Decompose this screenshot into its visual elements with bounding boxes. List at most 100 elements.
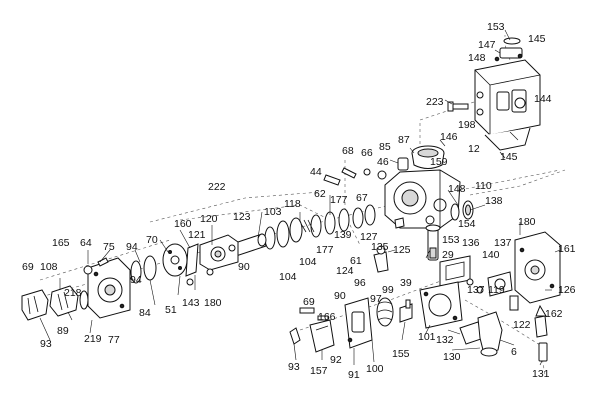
label-93: 93 bbox=[40, 338, 52, 350]
label-108: 108 bbox=[40, 261, 58, 273]
label-75: 75 bbox=[103, 241, 115, 253]
small-screws bbox=[186, 217, 484, 321]
label-126: 126 bbox=[558, 284, 576, 296]
label-139: 139 bbox=[334, 229, 352, 241]
rings-94-84 bbox=[130, 255, 157, 284]
label-104-b: 104 bbox=[279, 271, 297, 283]
small-parts-upper bbox=[323, 157, 409, 186]
top-cap-87 bbox=[411, 145, 445, 169]
main-pump-body bbox=[384, 169, 461, 229]
label-61: 61 bbox=[350, 255, 362, 267]
label-143: 143 bbox=[182, 297, 200, 309]
label-125: 125 bbox=[393, 244, 411, 256]
label-148-b: 148 bbox=[448, 183, 466, 195]
ring-stack bbox=[264, 204, 376, 250]
label-93-b: 93 bbox=[288, 361, 300, 373]
label-137-b: 137 bbox=[467, 284, 485, 296]
bracket-92 bbox=[309, 319, 335, 353]
label-46: 46 bbox=[377, 156, 389, 168]
label-198: 198 bbox=[458, 119, 476, 131]
gasket-plate-39 bbox=[439, 255, 471, 287]
label-69: 69 bbox=[22, 261, 34, 273]
label-180: 180 bbox=[518, 216, 536, 228]
fitting-137 bbox=[487, 271, 513, 297]
label-99: 99 bbox=[382, 284, 394, 296]
right-axis-line bbox=[469, 169, 566, 196]
label-100: 100 bbox=[366, 363, 384, 375]
label-124: 124 bbox=[336, 265, 354, 277]
label-180-b: 180 bbox=[204, 297, 222, 309]
pump-head-120 bbox=[199, 234, 239, 271]
housing-161 bbox=[514, 231, 561, 304]
label-77: 77 bbox=[108, 334, 120, 346]
label-177-b: 177 bbox=[316, 244, 334, 256]
label-101: 101 bbox=[418, 331, 436, 343]
label-218: 218 bbox=[64, 287, 82, 299]
label-157: 157 bbox=[310, 365, 328, 377]
cover-plate-99 bbox=[419, 281, 463, 329]
seal-rings-154-138 bbox=[450, 200, 474, 221]
label-94: 94 bbox=[126, 241, 138, 253]
label-137: 137 bbox=[494, 237, 512, 249]
label-153: 153 bbox=[487, 21, 505, 33]
label-147: 147 bbox=[478, 39, 496, 51]
label-104: 104 bbox=[299, 256, 317, 268]
label-138: 138 bbox=[485, 195, 503, 207]
label-110: 110 bbox=[475, 180, 492, 192]
cap-93 bbox=[21, 289, 49, 321]
cap-218 bbox=[49, 285, 79, 317]
label-136: 136 bbox=[462, 237, 480, 249]
label-92: 92 bbox=[330, 354, 342, 366]
label-219: 219 bbox=[84, 333, 102, 345]
plunger-29 bbox=[425, 224, 441, 261]
label-130: 130 bbox=[443, 351, 461, 363]
middle-axis-line bbox=[179, 204, 331, 221]
label-91: 91 bbox=[348, 369, 360, 381]
label-64: 64 bbox=[80, 237, 92, 249]
label-123: 123 bbox=[233, 211, 251, 223]
label-146: 146 bbox=[440, 131, 458, 143]
label-96: 96 bbox=[354, 277, 366, 289]
valve-125 bbox=[373, 245, 389, 273]
label-177: 177 bbox=[330, 194, 348, 206]
valve-155 bbox=[399, 299, 413, 323]
label-89: 89 bbox=[57, 325, 69, 337]
label-222: 222 bbox=[208, 181, 226, 193]
label-87: 87 bbox=[398, 134, 410, 146]
label-94-b: 94 bbox=[130, 274, 142, 286]
label-69-b: 69 bbox=[303, 296, 315, 308]
disk-70 bbox=[162, 243, 188, 277]
label-135: 135 bbox=[371, 241, 389, 253]
plug-162 bbox=[534, 304, 548, 338]
label-119: 119 bbox=[488, 284, 505, 296]
label-159: 159 bbox=[430, 156, 448, 168]
left-small-parts bbox=[83, 257, 109, 275]
label-131: 131 bbox=[532, 368, 550, 380]
label-85: 85 bbox=[379, 141, 391, 153]
label-122: 122 bbox=[513, 319, 531, 331]
label-145: 145 bbox=[528, 33, 546, 45]
label-90: 90 bbox=[238, 261, 250, 273]
label-223: 223 bbox=[426, 96, 444, 108]
upper-left-axis-line bbox=[149, 191, 321, 223]
label-121: 121 bbox=[188, 229, 206, 241]
screw-223 bbox=[447, 101, 469, 112]
label-66: 66 bbox=[361, 147, 373, 159]
label-127: 127 bbox=[360, 231, 378, 243]
o-ring-145 bbox=[503, 37, 521, 45]
nozzle-131 bbox=[538, 342, 548, 362]
label-120: 120 bbox=[200, 213, 218, 225]
spring-96 bbox=[376, 297, 394, 327]
label-144: 144 bbox=[534, 93, 552, 105]
label-148: 148 bbox=[468, 52, 486, 64]
label-103: 103 bbox=[264, 206, 282, 218]
label-140: 140 bbox=[482, 249, 500, 261]
screw-122 bbox=[509, 295, 519, 311]
label-12: 12 bbox=[468, 143, 480, 155]
label-165: 165 bbox=[52, 237, 70, 249]
label-161: 161 bbox=[558, 243, 576, 255]
label-166: 166 bbox=[318, 311, 336, 323]
elbow-130 bbox=[477, 311, 503, 357]
label-97: 97 bbox=[370, 293, 382, 305]
